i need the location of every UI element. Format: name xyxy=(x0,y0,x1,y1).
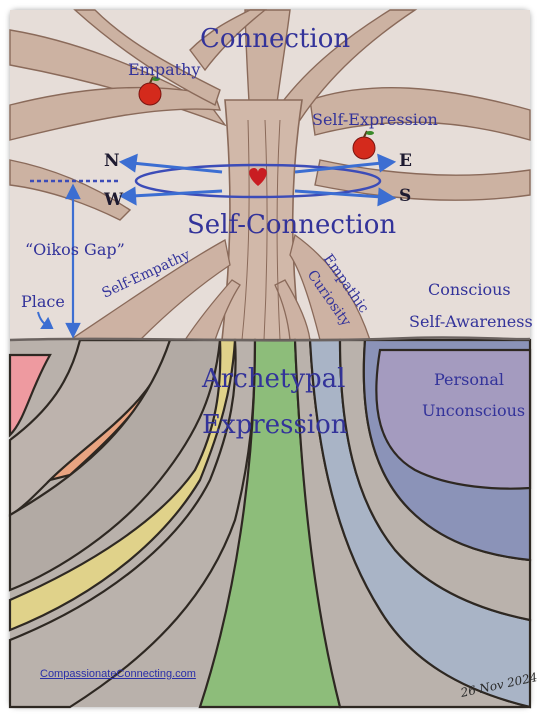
place-arrow xyxy=(37,311,54,329)
earth-strata xyxy=(8,338,532,709)
compass-south: S xyxy=(399,186,412,206)
label-expression: Expression xyxy=(202,410,348,440)
label-connection: Connection xyxy=(200,24,351,54)
tree-illustration xyxy=(8,9,532,709)
compass-north: N xyxy=(104,151,120,171)
drawing-frame: Connection Empathy Self-Expression Self-… xyxy=(8,9,539,709)
label-unconscious: Unconscious xyxy=(422,401,526,420)
label-oikos-gap: “Oikos Gap” xyxy=(25,240,125,259)
oikos-gap-arrow xyxy=(65,183,81,339)
apple-icon xyxy=(352,130,376,160)
label-self-connection: Self-Connection xyxy=(187,210,397,240)
compass-east: E xyxy=(399,151,412,171)
label-self-awareness: Self-Awareness xyxy=(409,312,533,331)
heart-icon xyxy=(249,168,267,186)
website-link[interactable]: CompassionateConnecting.com xyxy=(40,668,196,680)
label-conscious: Conscious xyxy=(428,280,511,299)
compass-arrows xyxy=(118,153,397,207)
self-connection-ring xyxy=(134,163,382,199)
label-self-expression: Self-Expression xyxy=(312,110,438,129)
label-archetypal: Archetypal xyxy=(202,364,346,394)
tree-roots xyxy=(67,233,371,341)
label-personal: Personal xyxy=(434,370,504,389)
label-place: Place xyxy=(21,292,65,311)
ground-line xyxy=(9,336,531,342)
tree-branches xyxy=(9,9,531,221)
apple-icon xyxy=(138,76,162,106)
compass-west: W xyxy=(104,190,124,210)
label-empathy: Empathy xyxy=(128,60,201,79)
trunk-lines xyxy=(241,119,281,341)
